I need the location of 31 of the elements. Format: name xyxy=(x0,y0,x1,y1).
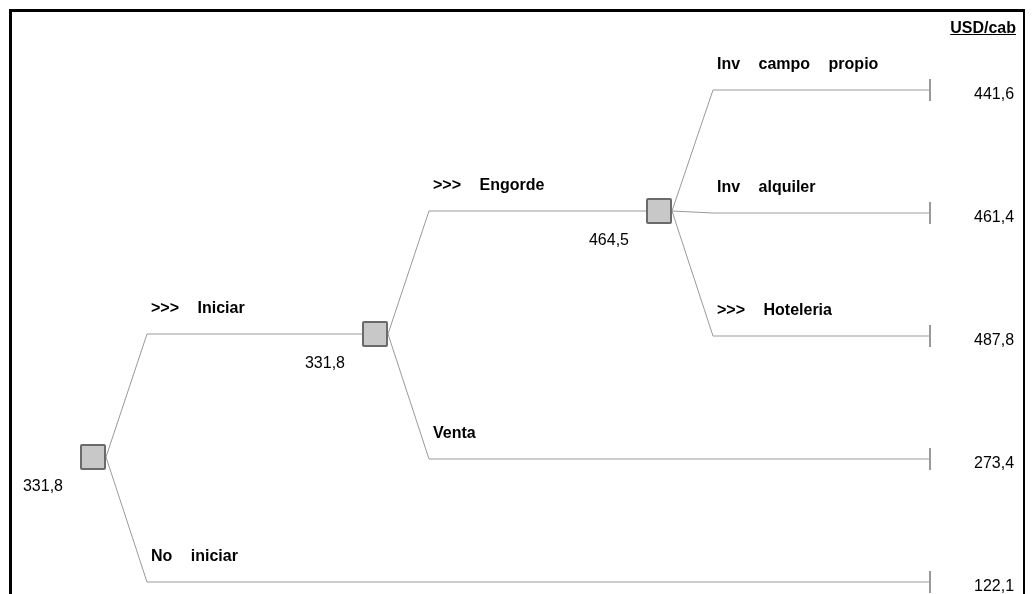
branch-line xyxy=(671,89,930,212)
decision-square xyxy=(646,198,672,224)
branch-line xyxy=(387,210,647,335)
value-text: 331,8 xyxy=(22,478,63,494)
edge-label: >>> Iniciar xyxy=(151,300,245,316)
value-text: 487,8 xyxy=(974,332,1015,348)
value-text: 331,8 xyxy=(304,355,345,371)
branch-line xyxy=(671,210,930,337)
terminal-end-mark xyxy=(929,325,931,347)
terminal-end-mark xyxy=(929,448,931,470)
edge-label: Inv campo propio xyxy=(717,56,879,72)
edge-label: No iniciar xyxy=(151,548,238,564)
edge-label: Venta xyxy=(433,425,476,441)
terminal-end-mark xyxy=(929,79,931,101)
unit-label: USD/cab xyxy=(950,20,1016,36)
value-text: 464,5 xyxy=(588,232,629,248)
value-text: 122,1 xyxy=(974,578,1015,594)
value-text: 273,4 xyxy=(974,455,1015,471)
edge-label: Inv alquiler xyxy=(717,179,816,195)
branch-line xyxy=(105,456,930,583)
branch-line xyxy=(105,333,363,458)
branch-line xyxy=(671,210,930,214)
terminal-end-mark xyxy=(929,571,931,593)
terminal-end-mark xyxy=(929,202,931,224)
decision-square xyxy=(362,321,388,347)
branch-line xyxy=(387,333,930,460)
value-text: 461,4 xyxy=(974,209,1015,225)
edge-label: >>> Hoteleria xyxy=(717,302,832,318)
edge-label: >>> Engorde xyxy=(433,177,545,193)
value-text: 441,6 xyxy=(974,86,1015,102)
decision-square xyxy=(80,444,106,470)
